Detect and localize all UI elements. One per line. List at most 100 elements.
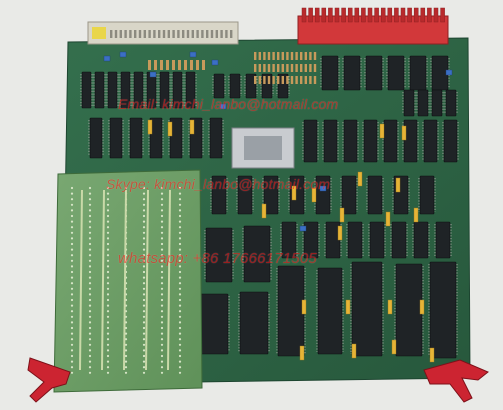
solder-pad [178, 203, 182, 206]
resistor [290, 64, 294, 72]
module-core [244, 136, 282, 160]
header-pin [206, 30, 209, 38]
solder-pad [160, 349, 164, 352]
ic-chip [363, 119, 378, 163]
ic-chip [435, 221, 451, 259]
solder-pad [160, 298, 164, 302]
solder-pad [88, 214, 92, 218]
solder-pad [106, 226, 110, 229]
pad-row [145, 189, 149, 371]
solder-pad [88, 282, 92, 285]
header-pin [201, 30, 204, 38]
solder-pad [106, 248, 110, 251]
warning-label [92, 27, 106, 39]
ic-chip [321, 55, 339, 91]
ic-chip [403, 119, 418, 163]
solder-pad [160, 360, 164, 363]
capacitor [299, 345, 305, 361]
connector-pin [301, 7, 307, 23]
header-pin [167, 30, 170, 38]
solder-pad [70, 248, 74, 251]
solder-pad [88, 349, 92, 352]
ic-chip [205, 227, 233, 283]
resistor [313, 76, 317, 84]
capacitors [103, 51, 453, 363]
solder-pad [178, 326, 182, 330]
header-pin [129, 30, 132, 38]
header-pin [143, 30, 146, 38]
solder-pad [142, 310, 146, 313]
ic-chip [317, 267, 343, 355]
capacitor [387, 299, 393, 315]
solder-pad [160, 237, 164, 240]
ic-chip [409, 55, 427, 91]
resistor [295, 52, 298, 60]
solder-pad [106, 343, 110, 346]
solder-pad [178, 282, 182, 285]
solder-pad [106, 366, 110, 369]
connector-pin [328, 7, 333, 23]
ic-chip [413, 221, 429, 259]
solder-pad [160, 304, 164, 307]
connector-pin [314, 7, 320, 23]
solder-pad [142, 209, 146, 212]
solder-pad [70, 304, 74, 307]
solder-pad [70, 287, 74, 290]
header-pin [220, 30, 223, 38]
solder-pad [124, 343, 128, 346]
ic-chip [169, 117, 183, 159]
connector-pin [400, 7, 406, 23]
solder-pad [178, 366, 182, 369]
solder-pad [142, 298, 146, 302]
solder-pad [178, 220, 182, 223]
ic-chip [419, 175, 435, 215]
solder-pad [142, 237, 146, 240]
solder-pad [160, 186, 164, 190]
solder-pad [106, 321, 110, 324]
resistor [263, 64, 266, 72]
solder-pad [106, 338, 110, 341]
solder-pad [70, 186, 74, 190]
solder-pad [88, 366, 92, 369]
connector-pin [308, 7, 313, 23]
solder-pad [106, 276, 110, 279]
solder-pad [106, 214, 110, 218]
solder-pad [124, 371, 128, 374]
solder-pad [178, 231, 182, 234]
solder-pad [70, 360, 74, 363]
resistor [277, 52, 280, 60]
solder-pad [160, 315, 164, 318]
capacitor [401, 125, 407, 141]
solder-pad [70, 343, 74, 346]
solder-pad [160, 371, 164, 374]
solder-pad [88, 287, 92, 290]
ic-chip [403, 89, 415, 117]
capacitor [337, 225, 343, 241]
solder-pad [142, 282, 146, 285]
solder-pad [70, 226, 74, 229]
resistor-rows [148, 52, 317, 84]
capacitor [261, 203, 267, 219]
white-header-pins [110, 30, 233, 38]
solder-pad [178, 298, 182, 302]
solder-pad [124, 332, 128, 335]
solder-pad [142, 203, 146, 206]
solder-pad [88, 198, 92, 201]
capacitor [385, 211, 391, 227]
solder-pad [88, 226, 92, 229]
solder-pad [106, 310, 110, 313]
ic-chip [81, 71, 92, 109]
resistor [313, 64, 317, 72]
connector-pin [380, 7, 386, 23]
solder-pad [88, 321, 92, 324]
solder-pad [88, 360, 92, 363]
solder-pad [70, 265, 74, 268]
resistor [300, 76, 303, 84]
ic-chip [445, 89, 457, 117]
solder-pad [88, 326, 92, 330]
solder-pad [178, 343, 182, 346]
solder-pad [70, 203, 74, 206]
solder-pad [160, 293, 164, 296]
solder-pad [106, 293, 110, 296]
